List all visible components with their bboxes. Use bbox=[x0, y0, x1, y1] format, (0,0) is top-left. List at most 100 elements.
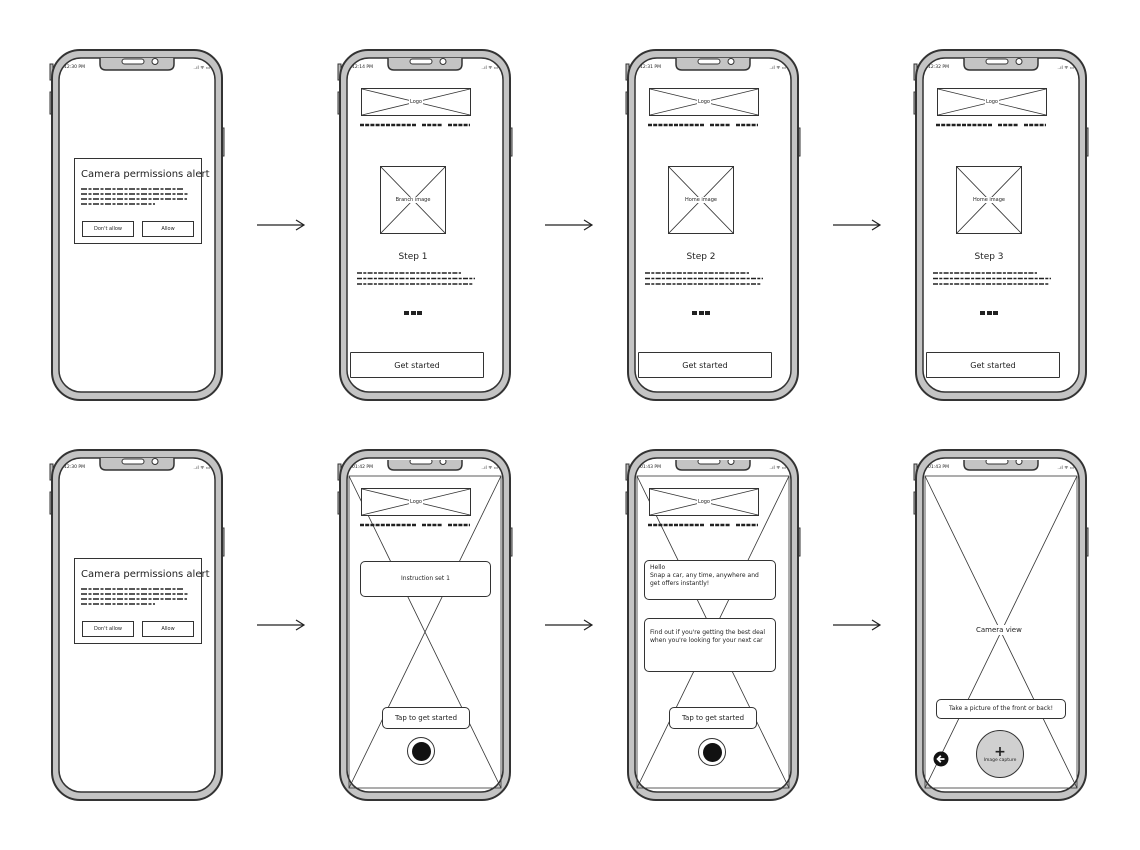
phone-onboarding-step-2: 12:31 PM ..ıl ᯤ ▭ Logo Home image Step 2… bbox=[624, 48, 802, 402]
logo-placeholder: Logo bbox=[361, 88, 471, 116]
phone-permissions-alert-2: 12:30 PM ..ıl ᯤ ▭ Camera permissions ale… bbox=[48, 448, 226, 802]
logo-placeholder: Logo bbox=[649, 488, 759, 516]
logo-placeholder: Logo bbox=[937, 88, 1047, 116]
step-description-scribble bbox=[933, 272, 1051, 285]
notch bbox=[963, 460, 1039, 471]
step-description-scribble bbox=[357, 272, 475, 285]
tagline-scribble bbox=[648, 123, 758, 127]
status-icons: ..ıl ᯤ ▭ bbox=[769, 66, 786, 71]
pagination-dots[interactable] bbox=[404, 300, 424, 315]
best-deal-message: Find out if you're getting the best deal… bbox=[650, 629, 766, 644]
screen: 12:32 PM ..ıl ᯤ ▭ Logo Home image Step 3… bbox=[924, 60, 1078, 390]
instruction-bubble: Instruction set 1 bbox=[360, 561, 491, 597]
home-image-placeholder: Home image bbox=[956, 166, 1022, 234]
status-icons: ..ıl ᯤ ▭ bbox=[769, 466, 786, 471]
logo-label: Logo bbox=[697, 499, 711, 505]
dont-allow-button[interactable]: Don't allow bbox=[82, 621, 134, 637]
screen: 12:30 PM ..ıl ᯤ ▭ Camera permissions ale… bbox=[60, 460, 214, 790]
right-arrow-icon bbox=[833, 219, 882, 231]
screen: 12:30 PM ..ıl ᯤ ▭ Camera permissions ale… bbox=[60, 60, 214, 390]
tap-to-start-text: Tap to get started bbox=[681, 714, 745, 722]
phone-welcome-messages: 01:43 PM ..ıl ᯤ ▭ Logo Hello Snap a car,… bbox=[624, 448, 802, 802]
status-icons: ..ıl ᯤ ▭ bbox=[481, 466, 498, 471]
capture-hint-bubble: Take a picture of the front or back! bbox=[936, 699, 1066, 719]
branch-image-placeholder: Branch image bbox=[380, 166, 446, 234]
status-time: 01:42 PM bbox=[352, 465, 373, 470]
status-icons: ..ıl ᯤ ▭ bbox=[193, 466, 210, 471]
get-started-button[interactable]: Get started bbox=[350, 352, 484, 378]
tagline-scribble bbox=[360, 123, 470, 127]
tagline-scribble bbox=[936, 123, 1046, 127]
best-deal-bubble: Find out if you're getting the best deal… bbox=[644, 618, 776, 672]
image-capture-button[interactable]: + Image capture bbox=[976, 730, 1024, 778]
screen: 01:42 PM ..ıl ᯤ ▭ Logo Instruction set 1… bbox=[348, 460, 502, 790]
background-image-placeholder bbox=[348, 475, 502, 789]
phone-onboarding-step-3: 12:32 PM ..ıl ᯤ ▭ Logo Home image Step 3… bbox=[912, 48, 1090, 402]
tagline-scribble bbox=[648, 523, 758, 527]
capture-start-button[interactable] bbox=[698, 738, 726, 766]
pagination-dots[interactable] bbox=[980, 300, 1000, 315]
status-icons: ..ıl ᯤ ▭ bbox=[1057, 466, 1074, 471]
get-started-button[interactable]: Get started bbox=[926, 352, 1060, 378]
phone-onboarding-step-1: 12:14 PM ..ıl ᯤ ▭ Logo Branch image Step… bbox=[336, 48, 514, 402]
step-title: Step 1 bbox=[398, 252, 428, 262]
plus-icon: + bbox=[994, 743, 1006, 760]
tap-to-start-bubble[interactable]: Tap to get started bbox=[669, 707, 757, 729]
step-title: Step 3 bbox=[974, 252, 1004, 262]
home-image-placeholder: Home image bbox=[668, 166, 734, 234]
status-icons: ..ıl ᯤ ▭ bbox=[1057, 66, 1074, 71]
logo-label: Logo bbox=[409, 499, 423, 505]
logo-placeholder: Logo bbox=[361, 488, 471, 516]
phone-permissions-alert-1: 12:30 PM ..ıl ᯤ ▭ Camera permissions ale… bbox=[48, 48, 226, 402]
step-title: Step 2 bbox=[686, 252, 716, 262]
screen: 01:43 PM ..ıl ᯤ ▭ Camera view Take a pic… bbox=[924, 460, 1078, 790]
allow-button[interactable]: Allow bbox=[142, 221, 194, 237]
logo-label: Logo bbox=[409, 99, 423, 105]
screen: 12:14 PM ..ıl ᯤ ▭ Logo Branch image Step… bbox=[348, 60, 502, 390]
status-icons: ..ıl ᯤ ▭ bbox=[481, 66, 498, 71]
right-arrow-icon bbox=[257, 219, 306, 231]
image-label: Home image bbox=[684, 197, 718, 203]
record-dot-icon bbox=[702, 742, 722, 762]
back-arrow-icon[interactable] bbox=[933, 751, 949, 767]
status-time: 12:14 PM bbox=[352, 65, 373, 70]
status-time: 01:43 PM bbox=[928, 465, 949, 470]
alert-title: Camera permissions alert bbox=[81, 169, 210, 180]
status-time: 12:32 PM bbox=[928, 65, 949, 70]
status-time: 12:30 PM bbox=[64, 465, 85, 470]
tap-to-start-bubble[interactable]: Tap to get started bbox=[382, 707, 470, 729]
phone-instruction-set: 01:42 PM ..ıl ᯤ ▭ Logo Instruction set 1… bbox=[336, 448, 514, 802]
capture-start-button[interactable] bbox=[407, 737, 435, 765]
status-time: 12:30 PM bbox=[64, 65, 85, 70]
status-time: 12:31 PM bbox=[640, 65, 661, 70]
instruction-text: Instruction set 1 bbox=[401, 575, 450, 582]
permissions-alert-dialog: Camera permissions alert Don't allow All… bbox=[74, 558, 210, 644]
pagination-dots[interactable] bbox=[692, 300, 712, 315]
image-capture-label: Image capture bbox=[983, 757, 1017, 763]
right-arrow-icon bbox=[545, 619, 594, 631]
status-icons: ..ıl ᯤ ▭ bbox=[193, 66, 210, 71]
right-arrow-icon bbox=[545, 219, 594, 231]
alert-title: Camera permissions alert bbox=[81, 569, 210, 580]
image-label: Home image bbox=[972, 197, 1006, 203]
hello-greeting: Hello bbox=[650, 564, 666, 571]
notch bbox=[675, 460, 751, 471]
screen: 12:31 PM ..ıl ᯤ ▭ Logo Home image Step 2… bbox=[636, 60, 790, 390]
alert-body-text-scribble bbox=[81, 588, 189, 605]
camera-view-label: Camera view bbox=[974, 625, 1024, 635]
permissions-alert-dialog: Camera permissions alert Don't allow All… bbox=[74, 158, 210, 244]
hello-message: Snap a car, any time, anywhere and get o… bbox=[650, 572, 759, 587]
dont-allow-button[interactable]: Don't allow bbox=[82, 221, 134, 237]
logo-label: Logo bbox=[697, 99, 711, 105]
hello-bubble: Hello Snap a car, any time, anywhere and… bbox=[644, 560, 776, 600]
notch bbox=[387, 460, 463, 471]
tap-to-start-text: Tap to get started bbox=[394, 714, 458, 722]
image-label: Branch image bbox=[394, 197, 432, 203]
record-dot-icon bbox=[411, 741, 431, 761]
screen: 01:43 PM ..ıl ᯤ ▭ Logo Hello Snap a car,… bbox=[636, 460, 790, 790]
get-started-button[interactable]: Get started bbox=[638, 352, 772, 378]
right-arrow-icon bbox=[257, 619, 306, 631]
status-time: 01:43 PM bbox=[640, 465, 661, 470]
right-arrow-icon bbox=[833, 619, 882, 631]
allow-button[interactable]: Allow bbox=[142, 621, 194, 637]
